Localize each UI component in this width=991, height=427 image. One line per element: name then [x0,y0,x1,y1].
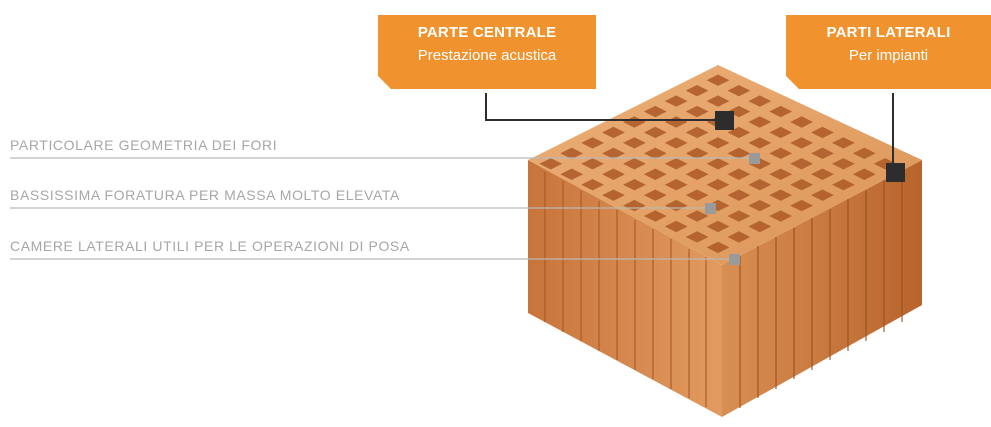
central-callout-title: PARTE CENTRALE [417,24,557,41]
central-marker [715,111,734,130]
central-callout-subtitle: Prestazione acustica [417,47,557,64]
central-callout: PARTE CENTRALE Prestazione acustica [378,24,596,64]
label-low-perforation: BASSISSIMA FORATURA PER MASSA MOLTO ELEV… [10,187,400,203]
brick-left-face [528,160,722,417]
central-callout-shape [378,15,596,89]
lateral-callout-subtitle: Per impianti [848,47,929,64]
brick-right-face [722,160,922,417]
lateral-marker [886,163,905,182]
central-leader-line [485,93,722,121]
lateral-callout-shape [786,15,991,89]
label-lateral-chambers: CAMERE LATERALI UTILI PER LE OPERAZIONI … [10,238,410,254]
lateral-callout-title: PARTI LATERALI [826,24,951,41]
lateral-callout: PARTI LATERALI Per impianti [786,24,991,64]
label-hole-geometry: PARTICOLARE GEOMETRIA DEI FORI [10,137,278,153]
perforation-marker [705,203,716,214]
chambers-marker [729,254,740,265]
geometry-marker [749,153,760,164]
